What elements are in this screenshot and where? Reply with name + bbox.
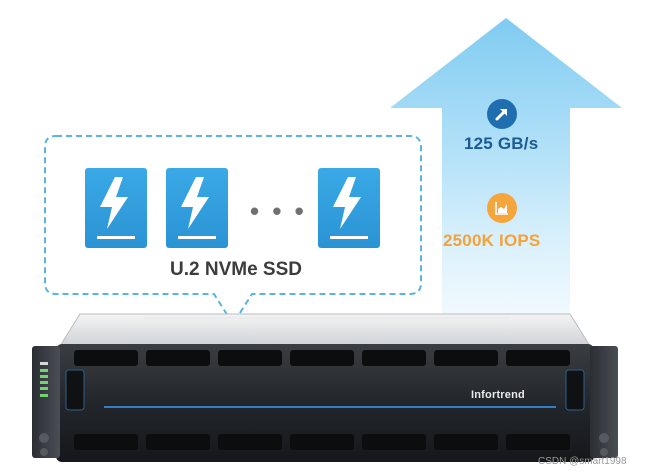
lightning-bolt-icon bbox=[97, 177, 135, 239]
brand-logo: Infortrend bbox=[471, 389, 525, 401]
bandwidth-value: 125 GB/s bbox=[464, 134, 539, 153]
iops-value: 2500K IOPS bbox=[443, 231, 541, 250]
nvme-drive-n bbox=[318, 168, 380, 248]
watermark: CSDN @smart1998 bbox=[538, 456, 627, 467]
ssd-type-label: U.2 NVMe SSD bbox=[170, 259, 302, 280]
lightning-bolt-icon bbox=[178, 177, 216, 239]
status-leds bbox=[40, 362, 48, 397]
nvme-drive-1 bbox=[85, 168, 147, 248]
lightning-bolt-icon bbox=[330, 177, 368, 239]
rack-server bbox=[32, 313, 618, 462]
arrow-up-right-icon bbox=[487, 99, 517, 129]
nvme-drive-2 bbox=[166, 168, 228, 248]
performance-up-arrow bbox=[390, 18, 622, 318]
more-drives-ellipsis: • • • bbox=[250, 196, 307, 226]
growth-chart-icon bbox=[487, 193, 517, 223]
